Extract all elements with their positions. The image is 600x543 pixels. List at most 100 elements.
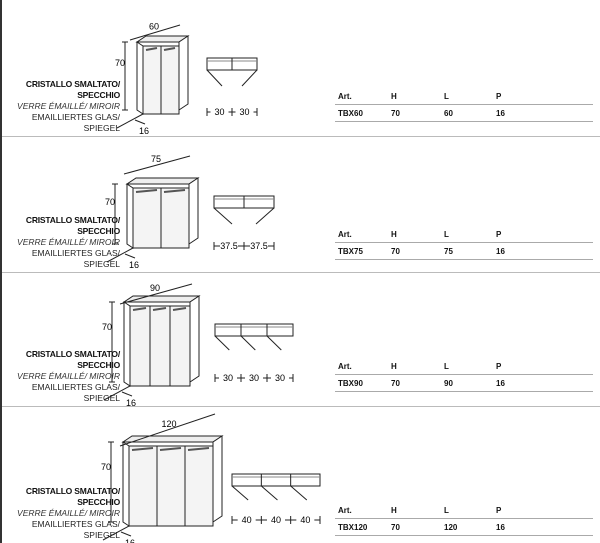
- spec-l: 90: [441, 374, 493, 392]
- door-handle: [172, 307, 187, 311]
- cabinet-right: [189, 295, 200, 383]
- section-divider: [2, 136, 600, 137]
- door-handle: [135, 189, 158, 193]
- door-swing: [290, 485, 308, 501]
- module-width-label: 40: [271, 515, 281, 525]
- spec-p: 16: [493, 374, 593, 392]
- spec-header: H: [388, 358, 441, 375]
- material-line1: CRISTALLO SMALTATO/: [25, 215, 120, 225]
- cabinet-top: [121, 435, 224, 443]
- material-line2: SPECCHIO: [77, 497, 120, 507]
- spec-art: TBX120: [335, 518, 388, 536]
- material-line3: VERRE ÉMAILLÉ/ MIROIR: [17, 371, 120, 381]
- material-line1: CRISTALLO SMALTATO/: [25, 79, 120, 89]
- spec-l: 75: [441, 242, 493, 260]
- cabinet-side: [122, 441, 130, 527]
- cabinet-door: [142, 45, 162, 115]
- spec-header: P: [493, 88, 593, 105]
- spec-header: P: [493, 502, 593, 519]
- depth-dimension-line: [121, 391, 133, 397]
- depth-dimension-line: [134, 119, 146, 125]
- spec-header: P: [493, 226, 593, 243]
- door-swing: [241, 69, 258, 87]
- material-line4: EMAILLIERTES GLAS/: [31, 382, 120, 392]
- spec-header: H: [388, 226, 441, 243]
- width-label: 60: [149, 22, 159, 32]
- door-handle: [163, 189, 186, 193]
- height-label: 70: [102, 322, 112, 332]
- width-label: 75: [151, 154, 161, 164]
- material-line5: SPIEGEL: [83, 393, 120, 403]
- spec-header: Art.: [335, 88, 388, 105]
- module-width-label: 30: [239, 107, 249, 117]
- material-line3: VERRE ÉMAILLÉ/ MIROIR: [17, 101, 120, 111]
- height-label: 70: [105, 197, 115, 207]
- material-line5: SPIEGEL: [83, 259, 120, 269]
- module-width-label: 30: [223, 373, 233, 383]
- cabinet-door: [128, 445, 158, 527]
- material-line2: SPECCHIO: [77, 226, 120, 236]
- cabinet-door: [169, 305, 191, 387]
- door-swing: [261, 485, 278, 501]
- depth-label: 16: [126, 398, 136, 406]
- section-divider: [2, 272, 600, 273]
- material-line1: CRISTALLO SMALTATO/: [25, 486, 120, 496]
- depth-leader-line: [103, 385, 131, 401]
- cabinet-door: [129, 305, 151, 387]
- door-swing: [206, 69, 223, 87]
- depth-dimension-line: [124, 253, 136, 259]
- door-swing: [240, 335, 256, 351]
- spec-header: H: [388, 502, 441, 519]
- cabinet-door: [184, 445, 214, 527]
- material-line2: SPECCHIO: [77, 360, 120, 370]
- spec-p: 16: [493, 518, 593, 536]
- material-line3: VERRE ÉMAILLÉ/ MIROIR: [17, 237, 120, 247]
- door-handle: [163, 47, 176, 51]
- cabinet-door: [149, 305, 171, 387]
- module-width-label: 30: [214, 107, 224, 117]
- material-line2: SPECCHIO: [77, 90, 120, 100]
- module-width-label: 37.5: [220, 241, 238, 251]
- top-view-outline: [214, 323, 294, 337]
- cabinet-right: [178, 35, 189, 111]
- material-line4: EMAILLIERTES GLAS/: [31, 248, 120, 258]
- material-line5: SPIEGEL: [83, 123, 120, 133]
- cabinet-door: [156, 445, 186, 527]
- door-handle: [187, 447, 210, 451]
- door-handle: [159, 447, 182, 451]
- cabinet-side: [126, 183, 134, 249]
- spec-header: L: [441, 358, 493, 375]
- door-handle: [131, 447, 154, 451]
- width-label: 120: [162, 419, 177, 429]
- cabinet-side: [123, 301, 131, 387]
- spec-header: H: [388, 88, 441, 105]
- spec-h: 70: [388, 518, 441, 536]
- section-divider: [2, 406, 600, 407]
- spec-header: P: [493, 358, 593, 375]
- spec-header: L: [441, 88, 493, 105]
- door-swing: [213, 207, 233, 225]
- material-line4: EMAILLIERTES GLAS/: [31, 519, 120, 529]
- depth-leader-line: [106, 247, 134, 263]
- width-dimension-line: [119, 283, 193, 305]
- material-line1: CRISTALLO SMALTATO/: [25, 349, 120, 359]
- depth-label: 16: [125, 538, 135, 543]
- module-width-label: 40: [300, 515, 310, 525]
- spec-header: L: [441, 502, 493, 519]
